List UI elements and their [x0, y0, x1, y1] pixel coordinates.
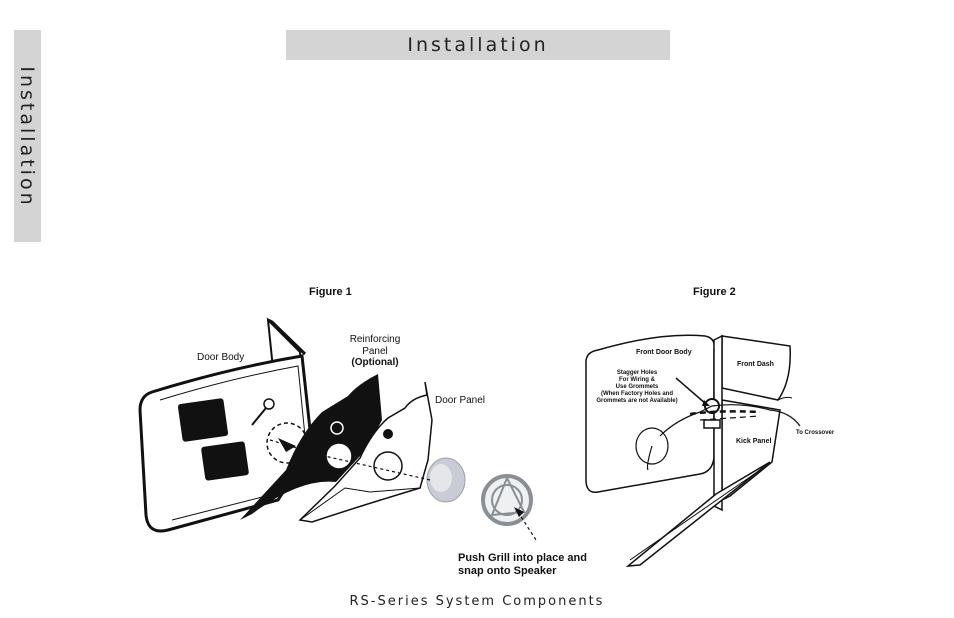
wire-route: [646, 404, 801, 471]
side-tab: [14, 30, 41, 242]
label-front-dash: Front Dash: [737, 361, 774, 368]
reinforcing-panel: [240, 374, 382, 520]
label-stagger-line5: Grommets are not Available): [596, 397, 678, 404]
page-title: Installation: [407, 34, 549, 56]
label-kick-panel: Kick Panel: [736, 438, 772, 445]
figure1-caption: Figure 1: [309, 286, 352, 298]
label-reinforcing-line1: Reinforcing: [349, 334, 401, 345]
label-to-crossover: To Crossover: [796, 430, 835, 436]
figure2-caption: Figure 2: [693, 286, 736, 298]
door-body-cutout-upper: [177, 398, 229, 442]
door-body-cutout-lower: [201, 441, 249, 481]
door-panel-speaker-hole: [373, 451, 403, 481]
label-push-grill-line2: snap onto Speaker: [458, 564, 557, 577]
label-reinforcing-panel: Reinforcing Panel (Optional): [340, 334, 410, 369]
front-door-body-outline: [585, 334, 716, 493]
label-stagger-holes: Stagger Holes For Wiring & Use Grommets …: [589, 370, 685, 404]
label-door-body: Door Body: [197, 352, 245, 363]
label-stagger-line1: Stagger Holes: [616, 370, 658, 376]
page-footer: RS-Series System Components: [349, 594, 605, 609]
wire-connector: [703, 419, 721, 429]
label-reinforcing-line2: Panel: [362, 345, 388, 357]
label-optional: (Optional): [351, 357, 399, 368]
label-push-grill-line1: Push Grill into place and: [458, 552, 587, 564]
label-stagger-line2: For Wiring &: [619, 376, 655, 383]
label-door-panel: Door Panel: [435, 395, 486, 406]
header-bar: Installation: [286, 30, 670, 60]
label-stagger-line4: (When Factory Holes and: [600, 390, 673, 397]
label-push-grill: Push Grill into place and snap onto Spea…: [458, 552, 587, 577]
label-front-door-body: Front Door Body: [636, 349, 692, 356]
label-stagger-line3: Use Grommets: [615, 383, 659, 390]
door-panel-outline: [298, 381, 433, 523]
